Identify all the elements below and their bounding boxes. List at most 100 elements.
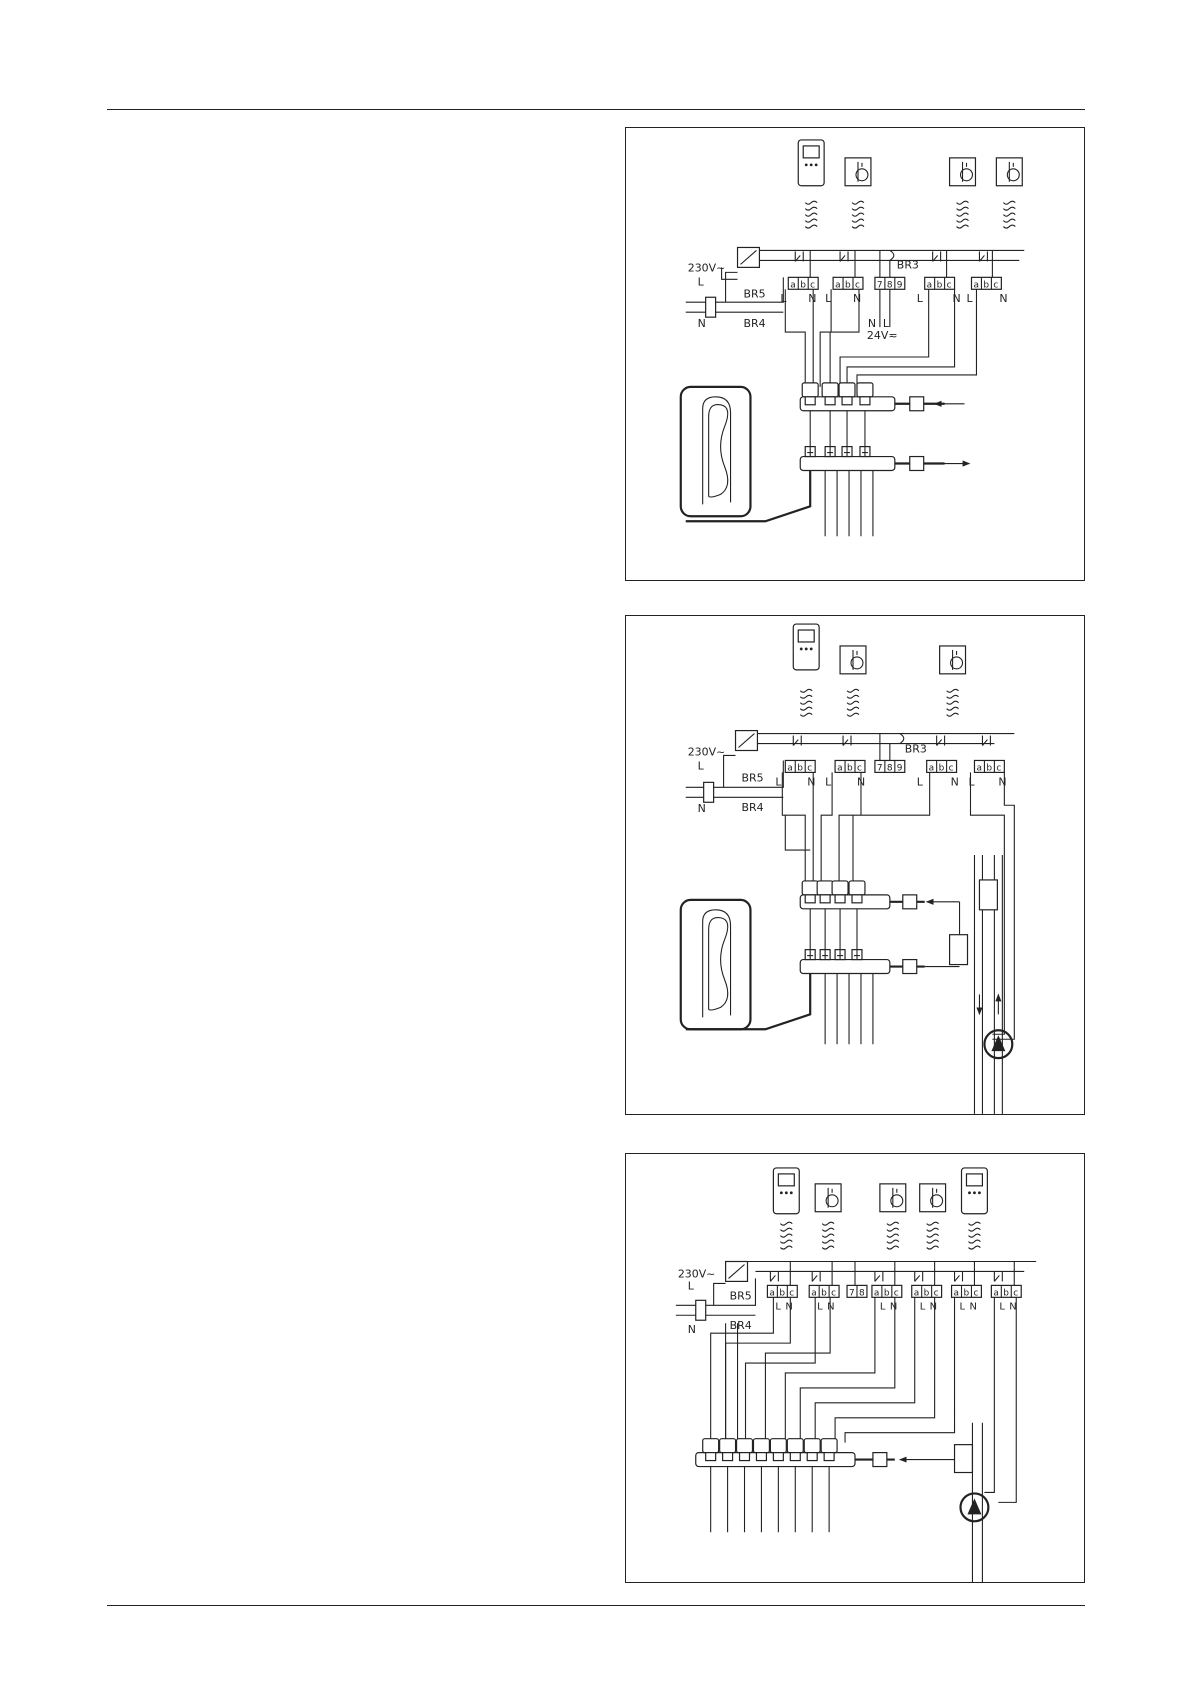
radio-signal-icon (957, 201, 969, 228)
room-thermostat-icon (996, 158, 1022, 186)
terminal-block-abc (925, 277, 955, 290)
radio-signal-icon (805, 201, 817, 228)
radio-signal-icon (968, 1222, 980, 1249)
svg-text:L: L (775, 1301, 781, 1312)
radio-signal-icon (1003, 201, 1015, 228)
terminal-block-abc (927, 760, 957, 773)
svg-text:8: 8 (887, 763, 893, 773)
svg-text:L: L (780, 292, 787, 305)
svg-text:9: 9 (897, 280, 903, 290)
room-thermostat-icon (815, 1184, 841, 1212)
svg-text:8: 8 (859, 1288, 865, 1298)
radio-signal-icon (852, 201, 864, 228)
svg-text:L: L (920, 1301, 926, 1312)
svg-text:N: N (951, 775, 959, 788)
display-thermostat-icon (793, 624, 819, 670)
svg-text:7: 7 (877, 763, 883, 773)
supply-voltage-label: 230V~ (688, 261, 726, 274)
terminal-block-abc (952, 1285, 982, 1298)
pump-icon (961, 1493, 989, 1521)
svg-text:N: N (807, 775, 815, 788)
room-thermostat-icon (840, 646, 866, 674)
terminal-block-abc (833, 277, 863, 290)
display-thermostat-icon (798, 140, 824, 186)
svg-text:L: L (917, 292, 924, 305)
svg-text:L: L (775, 775, 782, 788)
terminal-block-abc (835, 760, 865, 773)
room-thermostat-icon (845, 158, 871, 186)
svg-text:L: L (969, 775, 976, 788)
bridge-label: BR5 (730, 1289, 752, 1302)
display-thermostat-icon (962, 1168, 988, 1214)
svg-text:N: N (930, 1301, 937, 1312)
return-manifold (800, 960, 890, 974)
radio-signal-icon (800, 689, 812, 716)
svg-text:N: N (890, 1301, 897, 1312)
svg-text:N: N (1009, 1301, 1016, 1312)
svg-text:L: L (880, 1301, 886, 1312)
display-thermostat-icon (773, 1168, 799, 1214)
return-manifold (800, 457, 895, 471)
low-voltage-label: 24V≂ (867, 329, 898, 342)
svg-text:7: 7 (877, 280, 883, 290)
underfloor-heating-loop (681, 900, 751, 1029)
svg-text:N: N (808, 292, 816, 305)
svg-text:7: 7 (849, 1288, 855, 1298)
terminal-block-abc (974, 760, 1004, 773)
bottom-rule (107, 1605, 1085, 1606)
terminal-block-abc (809, 1285, 839, 1298)
terminal-block-abc (991, 1285, 1021, 1298)
svg-text:L: L (825, 775, 832, 788)
terminal-block-abc (912, 1285, 942, 1298)
bridge-label: BR5 (743, 287, 765, 300)
live-label: L (688, 1279, 695, 1292)
room-thermostat-icon (880, 1184, 906, 1212)
svg-text:9: 9 (897, 763, 903, 773)
bridge-label: BR4 (743, 317, 765, 330)
bridge-label: BR4 (730, 1319, 752, 1332)
room-thermostat-icon (920, 1184, 946, 1212)
svg-text:N: N (827, 1301, 834, 1312)
neutral-label: N (698, 802, 706, 815)
bridge-label: BR3 (905, 742, 927, 755)
svg-text:L: L (960, 1301, 966, 1312)
radio-signal-icon (887, 1222, 899, 1249)
svg-text:N: N (969, 1301, 976, 1312)
svg-text:L: L (917, 775, 924, 788)
svg-text:N: N (953, 292, 961, 305)
svg-text:N: N (999, 292, 1007, 305)
svg-text:N: N (998, 775, 1006, 788)
bridge-label: BR3 (897, 258, 919, 271)
radio-signal-icon (847, 689, 859, 716)
radio-signal-icon (947, 689, 959, 716)
supply-voltage-label: 230V~ (678, 1267, 716, 1280)
underfloor-heating-loop (681, 387, 751, 516)
svg-text:L: L (999, 1301, 1005, 1312)
supply-voltage-label: 230V~ (688, 745, 726, 758)
terminal-block-abc (872, 1285, 902, 1298)
radio-signal-icon (927, 1222, 939, 1249)
svg-text:L: L (967, 292, 974, 305)
svg-text:L: L (817, 1301, 823, 1312)
svg-text:N: N (785, 1301, 792, 1312)
terminal-block-abc (767, 1285, 797, 1298)
bridge-label: BR5 (741, 771, 763, 784)
top-rule (107, 109, 1085, 110)
room-thermostat-icon (940, 646, 966, 674)
svg-text:8: 8 (887, 280, 893, 290)
neutral-label: N (688, 1323, 696, 1336)
room-thermostat-icon (950, 158, 976, 186)
terminal-block-abc (788, 277, 818, 290)
terminal-block-abc (785, 760, 815, 773)
neutral-label: N (698, 317, 706, 330)
radio-signal-icon (780, 1222, 792, 1249)
radio-signal-icon (822, 1222, 834, 1249)
svg-text:N: N (853, 292, 861, 305)
live-label: L (698, 759, 705, 772)
